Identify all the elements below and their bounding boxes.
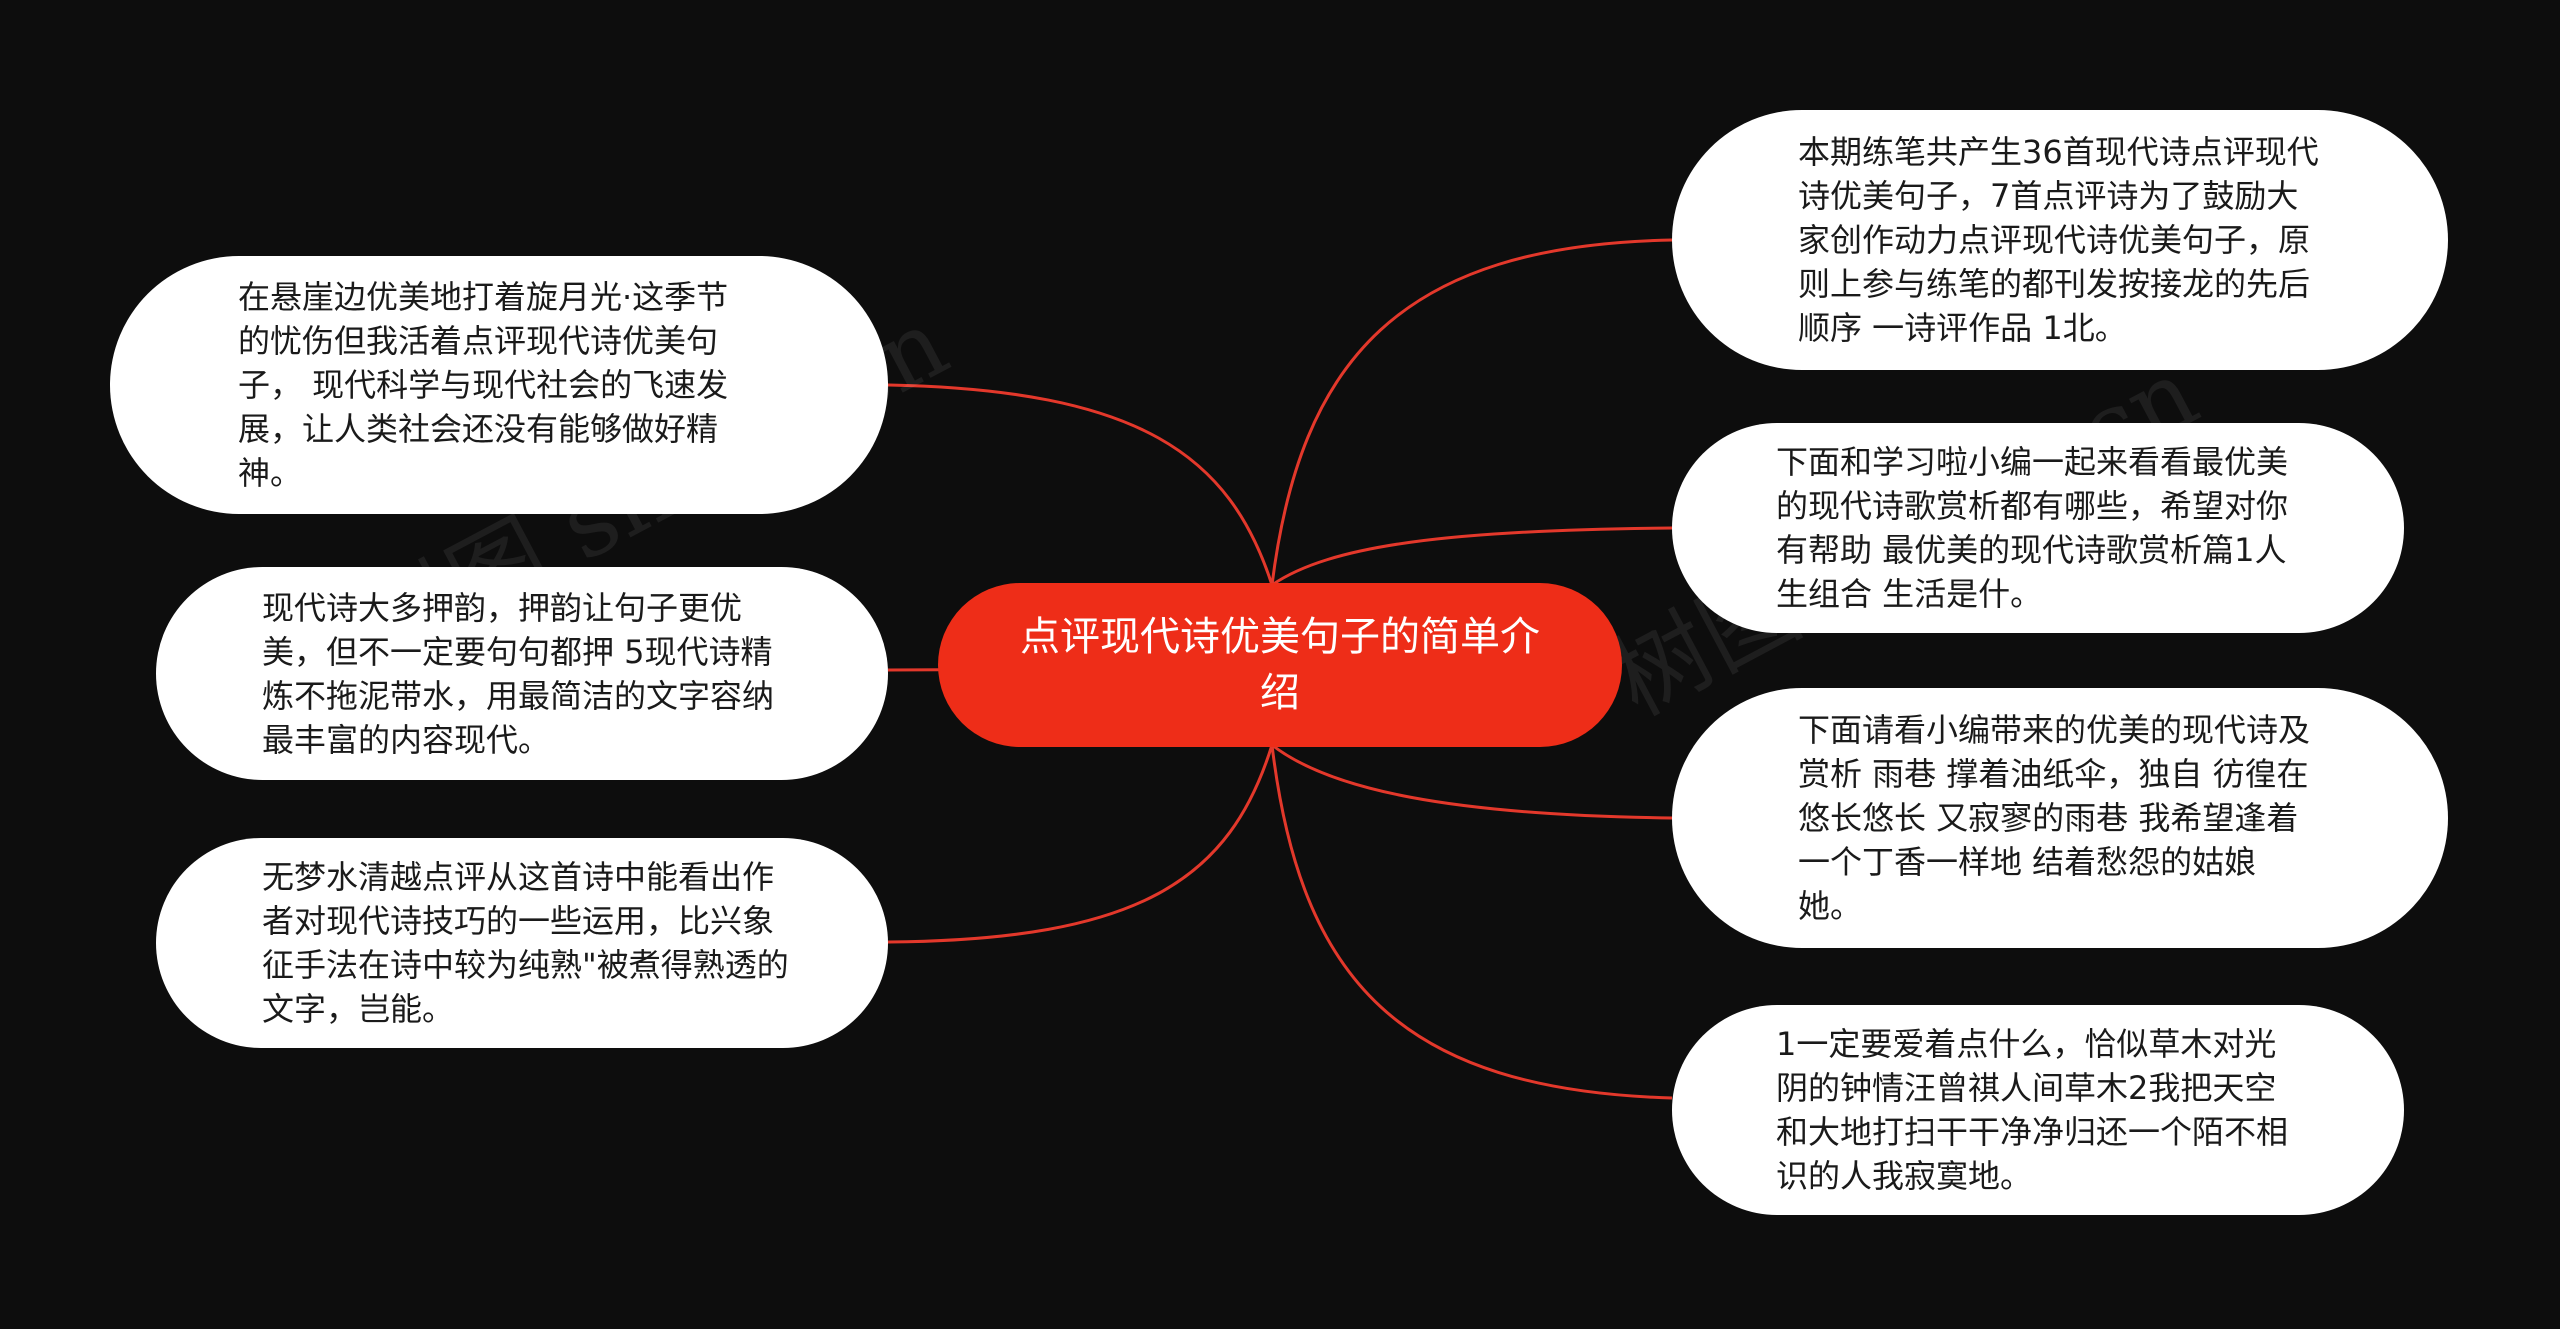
link-right-1 [1270, 238, 1673, 586]
topic-node-right-1[interactable]: 本期练笔共产生36首现代诗点评现代诗优美句子，7首点评诗为了鼓励大家创作动力点评… [1672, 110, 2448, 370]
central-topic-node[interactable]: 点评现代诗优美句子的简单介绍 [938, 583, 1622, 747]
topic-node-right-2[interactable]: 下面和学习啦小编一起来看看最优美的现代诗歌赏析都有哪些，希望对你有帮助 最优美的… [1672, 423, 2404, 633]
topic-text: 在悬崖边优美地打着旋月光·这季节的忧伤但我活着点评现代诗优美句子， 现代科学与现… [238, 278, 729, 492]
topic-text: 下面请看小编带来的优美的现代诗及赏析 雨巷 撑着油纸伞，独自 彷徨在悠长悠长 又… [1798, 711, 2311, 925]
central-topic-text: 点评现代诗优美句子的简单介绍 [1020, 614, 1540, 716]
link-left-1 [887, 383, 1274, 586]
topic-node-left-3[interactable]: 无梦水清越点评从这首诗中能看出作者对现代诗技巧的一些运用，比兴象征手法在诗中较为… [156, 838, 888, 1048]
link-right-3 [1271, 743, 1673, 820]
link-left-3 [887, 744, 1274, 944]
topic-text: 1一定要爱着点什么，恰似草木对光阴的钟情汪曾祺人间草木2我把天空和大地打扫干干净… [1776, 1025, 2289, 1195]
link-right-2 [1271, 526, 1673, 587]
topic-text: 无梦水清越点评从这首诗中能看出作者对现代诗技巧的一些运用，比兴象征手法在诗中较为… [262, 858, 789, 1028]
link-right-4 [1270, 744, 1673, 1100]
topic-text: 本期练笔共产生36首现代诗点评现代诗优美句子，7首点评诗为了鼓励大家创作动力点评… [1798, 133, 2319, 347]
topic-node-left-1[interactable]: 在悬崖边优美地打着旋月光·这季节的忧伤但我活着点评现代诗优美句子， 现代科学与现… [110, 256, 888, 514]
topic-node-left-2[interactable]: 现代诗大多押韵，押韵让句子更优美，但不一定要句句都押 5现代诗精炼不拖泥带水，用… [156, 567, 888, 780]
topic-text: 下面和学习啦小编一起来看看最优美的现代诗歌赏析都有哪些，希望对你有帮助 最优美的… [1776, 443, 2289, 613]
topic-node-right-4[interactable]: 1一定要爱着点什么，恰似草木对光阴的钟情汪曾祺人间草木2我把天空和大地打扫干干净… [1672, 1005, 2404, 1215]
topic-text: 现代诗大多押韵，押韵让句子更优美，但不一定要句句都押 5现代诗精炼不拖泥带水，用… [262, 588, 775, 759]
topic-node-right-3[interactable]: 下面请看小编带来的优美的现代诗及赏析 雨巷 撑着油纸伞，独自 彷徨在悠长悠长 又… [1672, 688, 2448, 948]
